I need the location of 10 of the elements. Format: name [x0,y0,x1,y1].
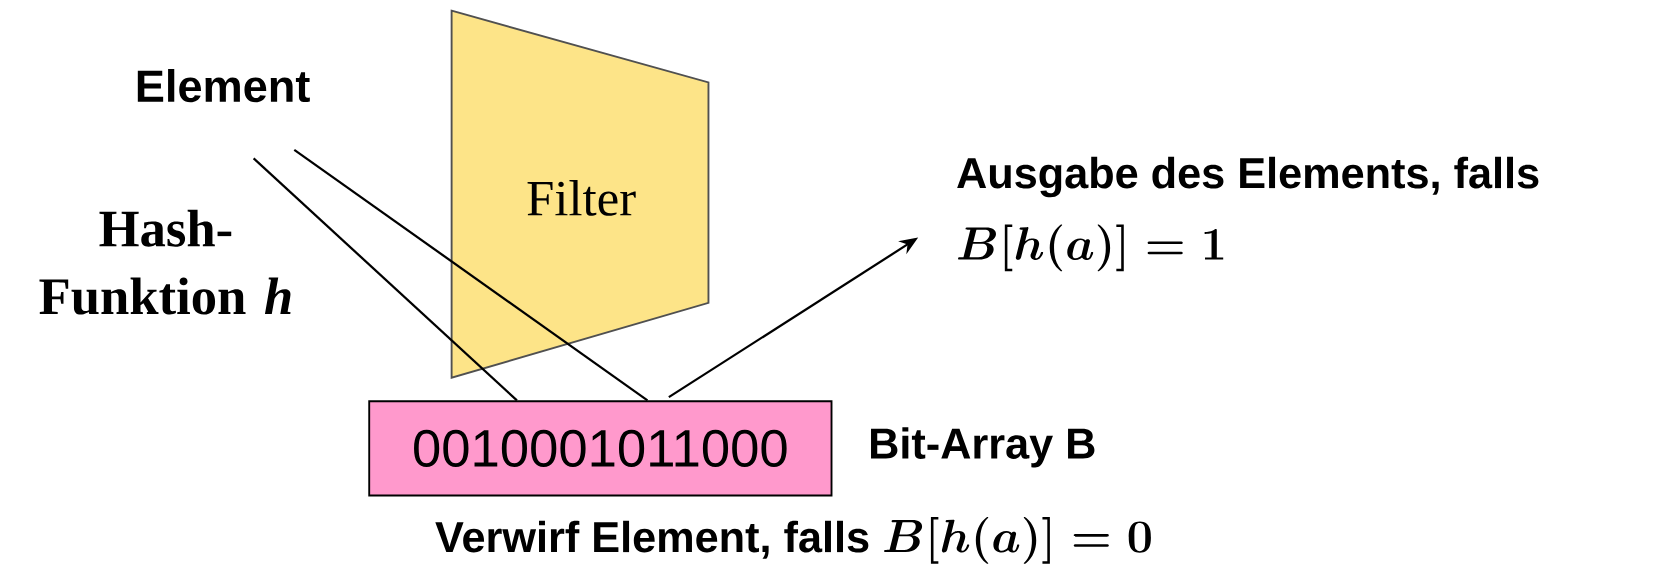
filter-label: Filter [527,180,636,217]
node-caption: Bit-Array B [871,427,1095,468]
formula: $B[h(a)] = 1$ [958,224,1224,272]
element-text: Element [137,69,310,103]
hash-function-text: Hash- Funktion h [39,209,291,315]
connector-line [252,157,518,402]
output-text: Ausgabe des Elements, falls [957,156,1539,198]
bit-array-box: 0010001011000 [368,400,833,497]
formula: $B[h(a)] = 0$ [884,517,1151,565]
connector-line [293,149,649,402]
